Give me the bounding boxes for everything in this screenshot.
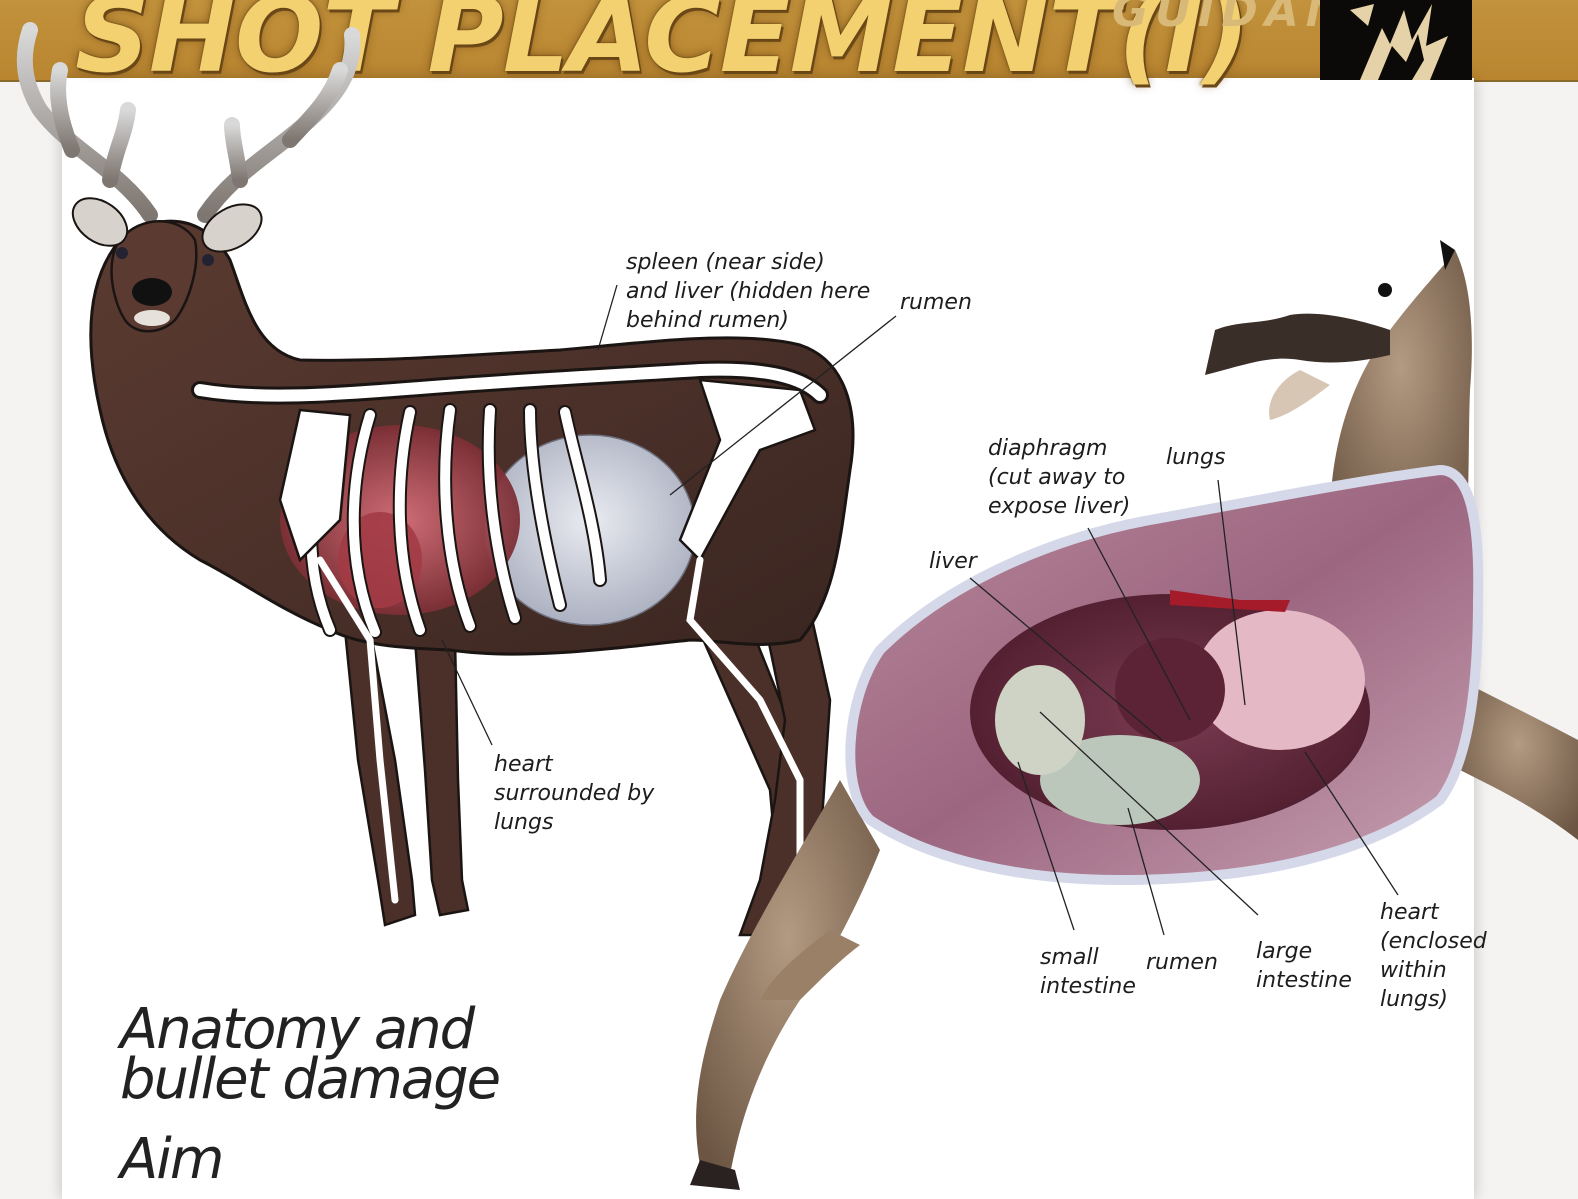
intestine-photo (995, 665, 1085, 775)
label-spleen-liver: spleen (near side) and liver (hidden her… (626, 248, 870, 335)
label-large-intestine: large intestine (1256, 937, 1352, 995)
label-diaphragm: diaphragm (cut away to expose liver) (988, 434, 1130, 521)
caption-line-2: bullet damage (120, 1052, 499, 1108)
label-heart-photo: heart (enclosed within lungs) (1380, 898, 1487, 1014)
label-lungs: lungs (1166, 443, 1225, 472)
label-rumen-illustration: rumen (900, 288, 972, 317)
caption-aim: Aim (120, 1130, 222, 1190)
label-liver: liver (929, 547, 977, 576)
liver-photo (1115, 638, 1225, 742)
label-small-intestine: small intestine (1040, 943, 1136, 1001)
label-rumen-photo: rumen (1146, 948, 1218, 977)
label-heart-illustration: heart surrounded by lungs (494, 750, 654, 837)
